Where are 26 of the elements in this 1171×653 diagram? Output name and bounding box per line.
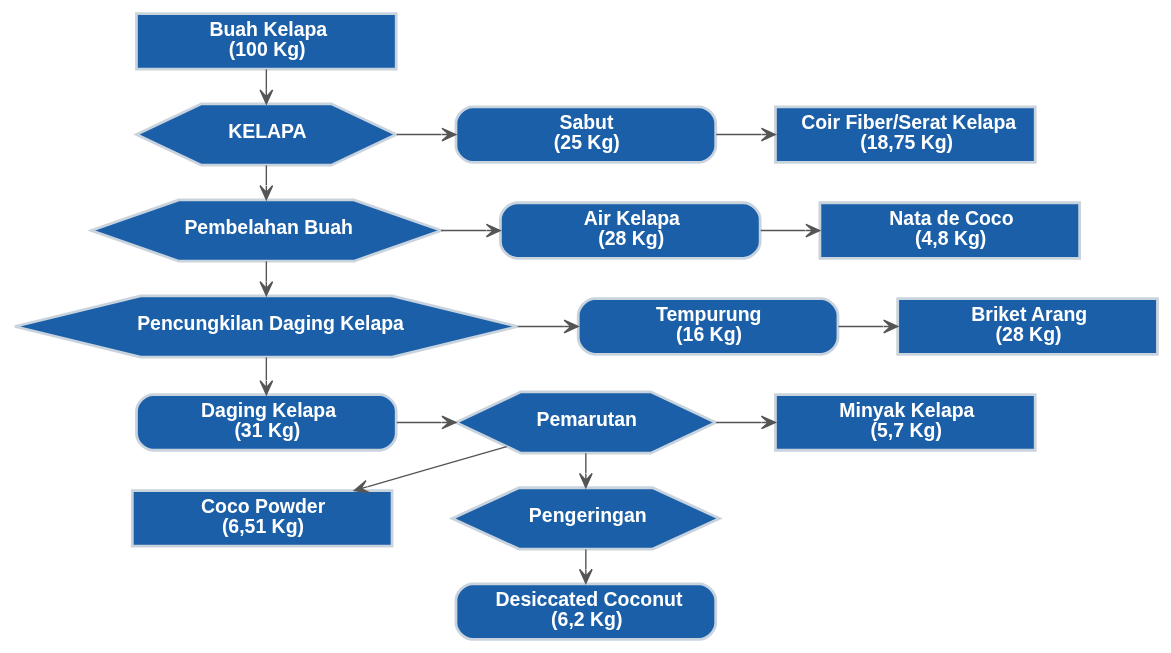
- arrow: [578, 548, 593, 584]
- node-box: Daging Kelapa (31 Kg): [134, 393, 398, 452]
- arrow: [759, 223, 820, 238]
- node-box: Coco Powder (6,51 Kg): [130, 489, 393, 548]
- node-box: Tempurung (16 Kg): [576, 297, 839, 356]
- node-box: Desiccated Coconut (6,2 Kg): [454, 582, 717, 641]
- arrow: [395, 415, 457, 430]
- arrow: [578, 452, 593, 489]
- arrow: [353, 445, 507, 494]
- arrow: [258, 260, 273, 297]
- arrow: [258, 356, 273, 396]
- arrow: [837, 319, 898, 334]
- node-box: Coir Fiber/Serat Kelapa (18,75 Kg): [773, 105, 1037, 164]
- node-box: Briket Arang (28 Kg): [895, 297, 1159, 356]
- arrow: [440, 223, 501, 238]
- arrow: [516, 319, 579, 334]
- node-box: Sabut (25 Kg): [454, 105, 717, 164]
- arrow: [715, 127, 776, 142]
- arrow: [258, 164, 273, 201]
- arrow: [715, 415, 776, 430]
- node-box: Minyak Kelapa (5,7 Kg): [773, 393, 1037, 452]
- node-box: Nata de Coco (4,8 Kg): [818, 201, 1081, 260]
- node-box: Buah Kelapa (100 Kg): [134, 12, 398, 71]
- node-box: Air Kelapa (28 Kg): [498, 201, 762, 260]
- arrow: [395, 127, 457, 142]
- arrow: [258, 68, 273, 105]
